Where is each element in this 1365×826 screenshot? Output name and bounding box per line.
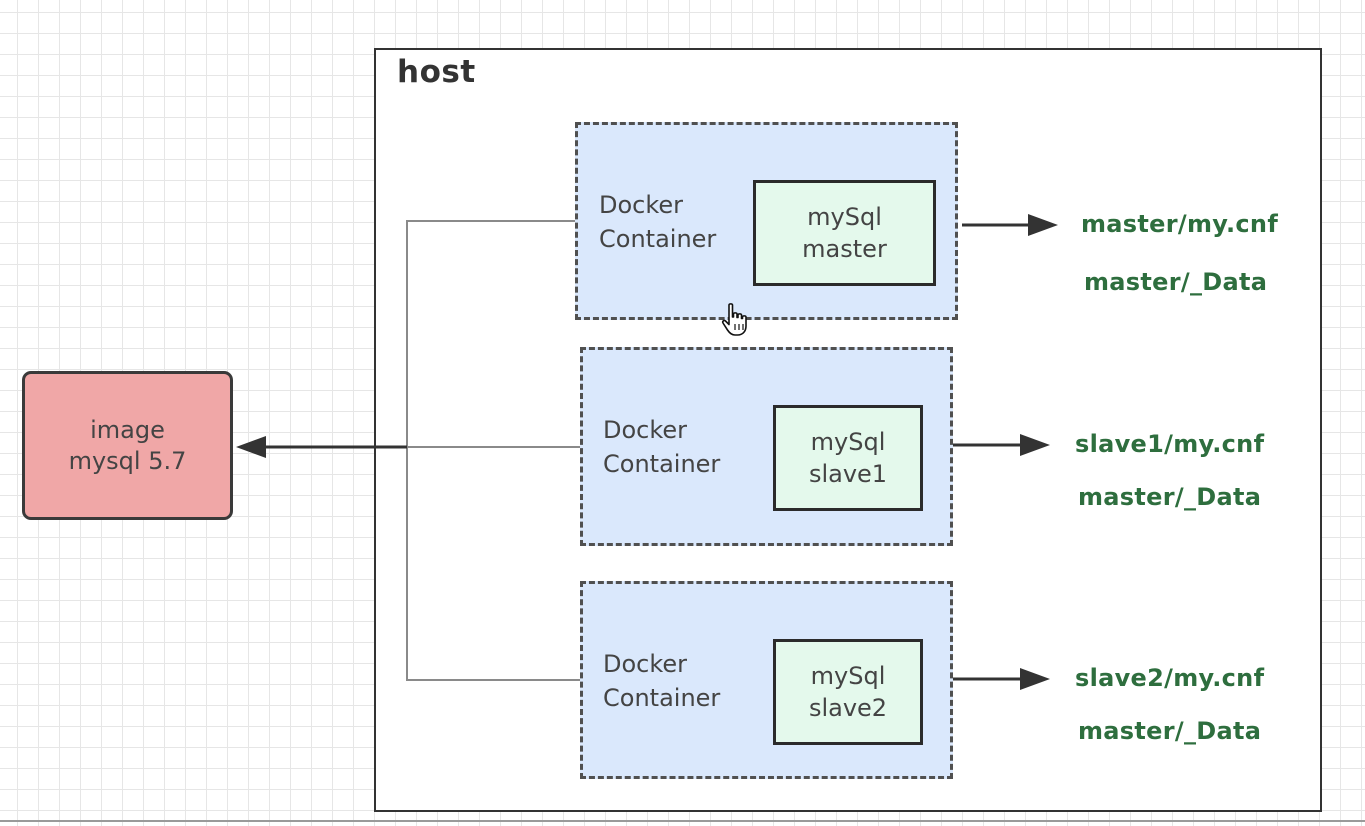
mysql-master-line2: master	[802, 235, 887, 263]
mysql-image-node[interactable]: image mysql 5.7	[22, 371, 233, 520]
mysql-slave1-line1: mySql	[810, 428, 886, 456]
container-master-label-line1: Docker	[599, 191, 684, 219]
container-slave1-label-line2: Container	[603, 450, 721, 478]
container-slave2-label-line1: Docker	[603, 650, 688, 678]
bottom-edge	[0, 820, 1365, 822]
container-slave2-label: Docker Container	[603, 647, 720, 715]
hand-pointer-icon	[721, 303, 747, 336]
container-master-label-line2: Container	[599, 225, 717, 253]
image-label-line1: image	[90, 415, 165, 444]
mysql-master-line1: mySql	[807, 203, 882, 231]
image-label-line2: mysql 5.7	[68, 446, 187, 475]
mysql-slave2-node[interactable]: mySql slave2	[773, 639, 923, 745]
mysql-slave2-line2: slave2	[808, 694, 888, 722]
mysql-slave1-node[interactable]: mySql slave1	[773, 405, 923, 511]
slave1-data-path: master/_Data	[1078, 483, 1262, 511]
mysql-slave1-line2: slave1	[808, 460, 888, 488]
slave2-data-path: master/_Data	[1078, 717, 1262, 745]
slave2-config-path: slave2/my.cnf	[1075, 664, 1265, 692]
master-config-path: master/my.cnf	[1081, 210, 1279, 238]
master-data-path: master/_Data	[1084, 268, 1268, 296]
mysql-master-node[interactable]: mySql master	[753, 180, 936, 286]
container-master-label: Docker Container	[599, 188, 716, 256]
host-label: host	[397, 54, 476, 90]
mysql-slave2-line1: mySql	[810, 662, 886, 690]
slave1-config-path: slave1/my.cnf	[1075, 430, 1265, 458]
container-slave2-label-line2: Container	[603, 684, 721, 712]
container-slave1-label-line1: Docker	[603, 416, 688, 444]
image-arrowhead	[236, 436, 266, 458]
container-slave1-label: Docker Container	[603, 413, 720, 481]
